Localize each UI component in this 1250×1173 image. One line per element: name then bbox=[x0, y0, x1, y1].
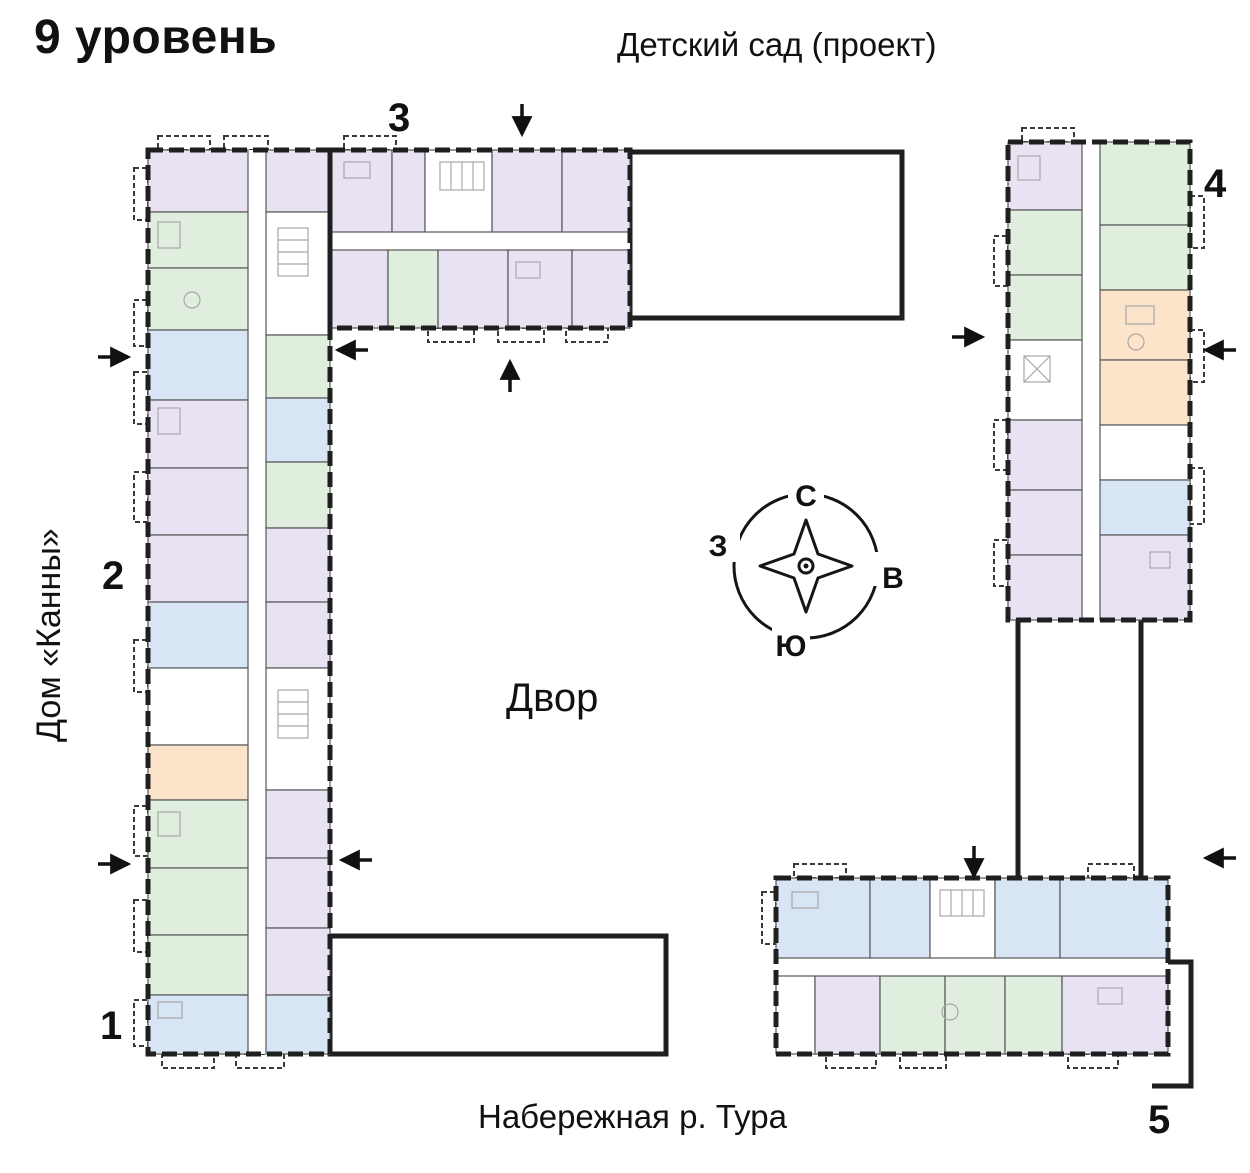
building-1-number: 1 bbox=[100, 1004, 123, 1048]
building-5-number: 5 bbox=[1148, 1098, 1171, 1142]
kindergarten-label: Детский сад (проект) bbox=[617, 26, 937, 63]
entrance-arrows bbox=[98, 104, 1236, 880]
building-5-units[interactable] bbox=[775, 877, 1169, 1055]
building-3-outline bbox=[327, 147, 633, 331]
buildings-1-2-outline bbox=[145, 147, 333, 1057]
stairs-icon bbox=[939, 889, 985, 917]
building-1-units[interactable] bbox=[147, 601, 331, 1055]
furniture-marks bbox=[157, 155, 1171, 1021]
compass-south-label: Ю bbox=[776, 630, 807, 663]
courtyard-label: Двор bbox=[506, 676, 599, 720]
embankment-label: Набережная р. Тура bbox=[478, 1098, 787, 1135]
stairs-icon bbox=[439, 161, 485, 191]
stairs-icon bbox=[277, 689, 309, 739]
building-2-units[interactable] bbox=[147, 149, 331, 603]
kindergarten-outline bbox=[627, 149, 905, 321]
elevator-icon bbox=[1023, 355, 1051, 383]
stairs-icon bbox=[277, 227, 309, 277]
page-title: 9 уровень bbox=[34, 11, 278, 64]
balconies bbox=[133, 127, 1205, 1069]
building-3-units[interactable] bbox=[329, 149, 631, 329]
building-5-extension-outline bbox=[1152, 959, 1194, 1089]
compass-north-label: С bbox=[795, 480, 817, 513]
building-3-number: 3 bbox=[388, 96, 411, 140]
house-kanny-label: Дом «Канны» bbox=[30, 528, 68, 742]
stylobate-outline bbox=[327, 933, 669, 1057]
compass-east-label: В bbox=[882, 562, 904, 595]
compass-west-label: З bbox=[709, 530, 728, 563]
building-4-outline bbox=[1005, 139, 1193, 623]
building-4-units[interactable] bbox=[1007, 141, 1191, 621]
building-2-number: 2 bbox=[102, 554, 125, 598]
compass-rose: С В Ю З bbox=[702, 478, 904, 663]
building-4-number: 4 bbox=[1204, 162, 1227, 206]
